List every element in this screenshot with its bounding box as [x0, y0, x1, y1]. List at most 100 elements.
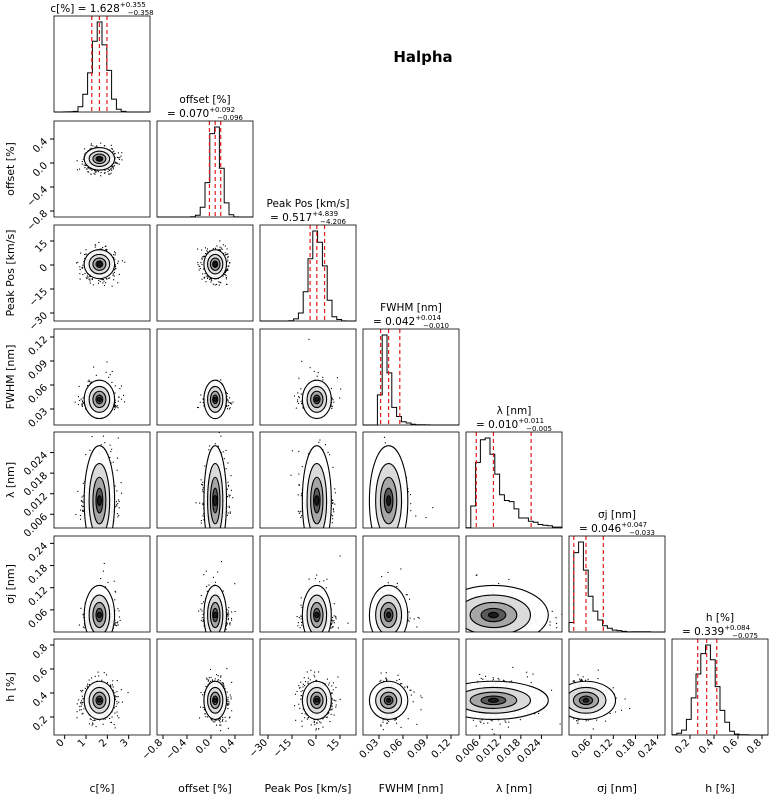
y-tick-label: 0.6: [31, 666, 50, 685]
x-tick-label: 0.18: [614, 737, 638, 761]
y-tick-label: −15: [27, 286, 50, 309]
y-tick-label: −0.8: [25, 208, 50, 233]
density-contour-4: [212, 261, 218, 267]
panel-frame: [362, 638, 460, 736]
density-contour-4: [487, 697, 499, 703]
x-tick-label: −0.4: [164, 737, 189, 762]
y-axis-label-peakpos: Peak Pos [km/s]: [4, 230, 17, 317]
scatter-panel-offset-fwhm: [156, 328, 254, 426]
scatter-points-offset-lambda: [195, 432, 234, 528]
density-contour-4: [212, 697, 218, 703]
panel-frame: [156, 328, 254, 426]
x-tick-label: 0.12: [592, 737, 616, 761]
scatter-points-offset-peakpos: [197, 240, 231, 286]
x-tick-label: 0.03: [358, 737, 382, 761]
panel-frame: [53, 535, 151, 633]
histogram-step-sigma: [568, 541, 665, 633]
scatter-panel-fwhm-sigma: [362, 535, 460, 633]
y-tick-label: 15: [33, 238, 50, 255]
panel-frame: [53, 328, 151, 426]
scatter-panel-c-fwhm: 0.030.060.090.12: [27, 328, 151, 430]
panel-frame: [156, 638, 254, 736]
histogram-step-h: [671, 644, 768, 736]
histogram-panel-fwhm: [362, 328, 460, 426]
y-tick-label: 0.12: [27, 334, 51, 358]
density-contour-4: [314, 396, 320, 402]
density-contour-4: [386, 697, 392, 703]
y-tick-label: 0.12: [27, 585, 51, 609]
diag-title-value-fwhm: = 0.042+0.014−0.010: [373, 314, 449, 330]
y-tick-label: 0.8: [31, 642, 50, 661]
y-tick-label: −30: [27, 310, 50, 333]
y-tick-label: −0.4: [25, 184, 50, 209]
x-axis-label-sigma: σj [nm]: [597, 782, 637, 795]
scatter-points-offset-fwhm: [197, 379, 234, 420]
x-axis-label-h: h [%]: [705, 782, 735, 795]
panel-frame: [568, 535, 666, 633]
scatter-panel-lambda-sigma: [465, 535, 563, 633]
density-contour-4: [212, 495, 218, 507]
histogram-step-fwhm: [363, 334, 459, 426]
panel-frame: [53, 224, 151, 322]
panel-frame: [53, 638, 151, 736]
scatter-points-fwhm-lambda: [368, 436, 434, 528]
scatter-panel-peakpos-lambda: [259, 431, 357, 529]
panel-frame: [465, 535, 563, 633]
density-contour-4: [96, 611, 102, 619]
panel-frame: [671, 638, 769, 736]
y-tick-label: 0.0: [31, 160, 50, 179]
panel-frame: [156, 120, 254, 218]
scatter-points-lambda-h: [466, 666, 561, 735]
diag-title-value-lambda: = 0.010+0.011−0.005: [476, 417, 552, 433]
y-tick-label: 0.06: [27, 382, 51, 406]
x-tick-label: 0.4: [697, 737, 716, 756]
density-contour-4: [386, 611, 392, 619]
figure-title: Halpha: [393, 48, 452, 66]
x-tick-label: 0.8: [745, 737, 764, 756]
x-axis-label-offset: offset [%]: [178, 782, 232, 795]
y-tick-label: 0.024: [22, 450, 50, 478]
scatter-points-c-sigma: [78, 562, 121, 632]
x-tick-label: 1: [76, 737, 88, 749]
y-tick-label: 0.09: [27, 358, 51, 382]
x-tick-label: −30: [247, 737, 270, 760]
panel-frame: [362, 431, 460, 529]
histogram-panel-peakpos: [259, 224, 357, 322]
y-axis-label-sigma: σj [nm]: [4, 564, 17, 604]
x-axis-label-peakpos: Peak Pos [km/s]: [265, 782, 352, 795]
panel-frame: [259, 431, 357, 529]
scatter-panel-c-sigma: 0.060.120.180.24: [27, 535, 151, 633]
x-axis-label-c: c[%]: [89, 782, 114, 795]
y-tick-label: 0.24: [27, 541, 51, 565]
y-axis-label-lambda: λ [nm]: [4, 462, 17, 498]
scatter-points-c-offset: [76, 142, 123, 177]
scatter-panel-fwhm-lambda: [362, 431, 460, 529]
x-tick-label: 0.024: [516, 737, 544, 765]
x-tick-label: 15: [325, 737, 342, 754]
x-tick-label: 0: [55, 737, 67, 749]
scatter-panel-peakpos-fwhm: [259, 328, 357, 426]
x-tick-label: 0.0: [194, 737, 213, 756]
x-tick-label: 0.2: [673, 737, 692, 756]
scatter-panel-peakpos-sigma: [259, 535, 357, 633]
diag-title-name-peakpos: Peak Pos [km/s]: [267, 198, 350, 210]
scatter-points-lambda-sigma: [466, 574, 562, 632]
scatter-panel-offset-peakpos: [156, 224, 254, 322]
density-contour-4: [96, 697, 102, 703]
panel-frame: [156, 431, 254, 529]
x-axis-label-fwhm: FWHM [nm]: [379, 782, 444, 795]
density-contour-4: [96, 261, 102, 267]
scatter-points-fwhm-h: [368, 672, 423, 731]
x-tick-label: 0: [306, 737, 318, 749]
diag-title-name-sigma: σj [nm]: [598, 509, 636, 521]
scatter-points-peakpos-sigma: [296, 555, 349, 632]
panel-frame: [53, 431, 151, 529]
density-contour-4: [386, 495, 392, 507]
density-contour-4: [314, 495, 320, 507]
x-tick-label: 0.24: [636, 737, 660, 761]
y-axis-label-offset: offset [%]: [4, 142, 17, 196]
histogram-panel-lambda: [465, 431, 563, 529]
diag-title-name-h: h [%]: [706, 612, 734, 624]
